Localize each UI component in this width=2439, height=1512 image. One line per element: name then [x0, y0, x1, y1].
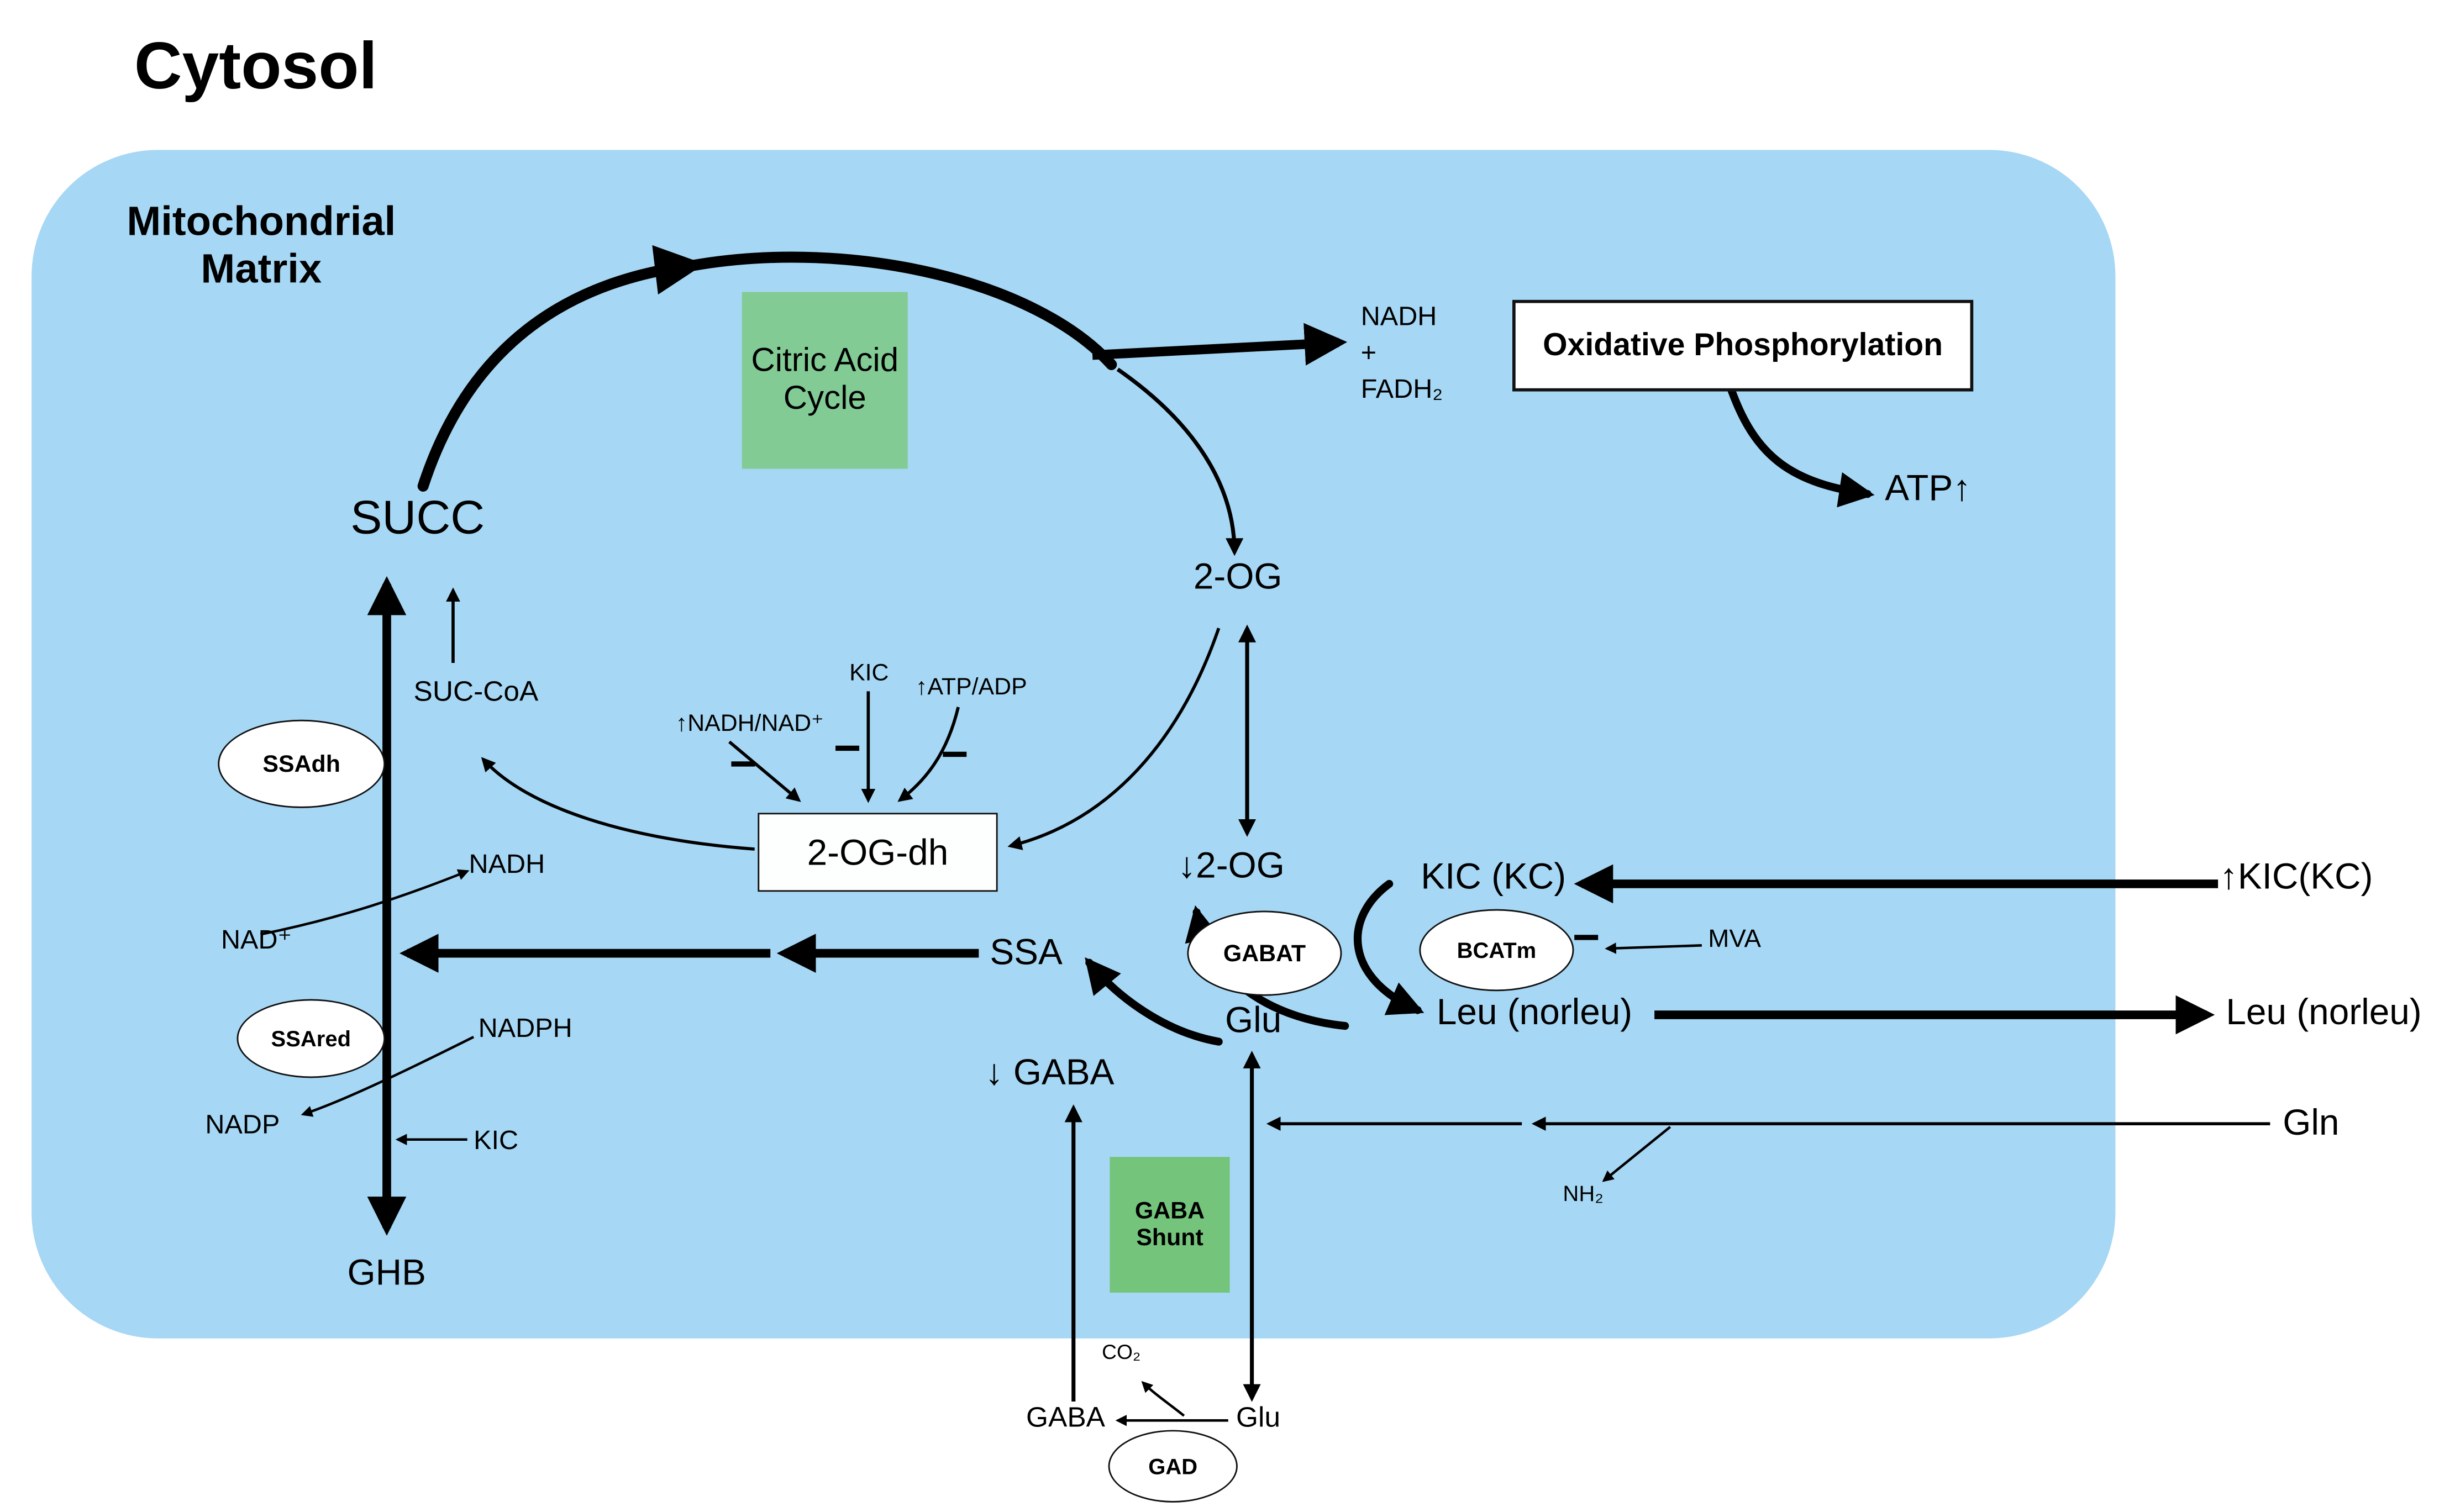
succ-label: SUCC [350, 492, 485, 545]
ssadh-enzyme: SSAdh [218, 719, 386, 808]
glu-label: Glu [1225, 999, 1282, 1040]
nadh-nad-ratio-label: ↑NADH/NAD⁺ [675, 710, 824, 737]
mitochondrial-matrix-label: Mitochondrial Matrix [127, 197, 396, 292]
leu-norleu-export-label: Leu (norleu) [2226, 991, 2422, 1032]
atp-label: ATP↑ [1885, 467, 1972, 508]
glu-bottom-label: Glu [1236, 1402, 1281, 1434]
kic-kc-label: KIC (KC) [1421, 855, 1567, 897]
citric-acid-cycle-box: Citric Acid Cycle [742, 292, 908, 469]
kic-inhibitor-label: KIC [849, 660, 889, 687]
gaba-down-label: ↓ GABA [985, 1051, 1115, 1093]
nadh-fadh2-label: NADH + FADH₂ [1360, 301, 1443, 404]
gabat-enzyme: GABAT [1187, 910, 1342, 996]
leu-norleu-label: Leu (norleu) [1436, 991, 1633, 1032]
nadp-label: NADP [205, 1109, 280, 1140]
cytosol-title: Cytosol [134, 28, 377, 103]
kic-cofactor-label: KIC [474, 1125, 519, 1156]
ssa-label: SSA [990, 931, 1063, 972]
2og-down-label: ↓2-OG [1178, 844, 1285, 886]
arrow-co2-release [1141, 1381, 1185, 1417]
minus-sign-2: − [833, 723, 861, 775]
ghb-label: GHB [347, 1251, 426, 1293]
mva-label: MVA [1708, 926, 1761, 953]
2og-label: 2-OG [1193, 555, 1282, 597]
nh2-label: NH₂ [1563, 1181, 1604, 1206]
minus-sign-3: − [940, 729, 969, 782]
co2-label: CO₂ [1102, 1340, 1141, 1364]
nadph-label: NADPH [478, 1013, 572, 1044]
gaba-shunt-box: GABA Shunt [1110, 1157, 1230, 1293]
gln-label: Gln [2283, 1102, 2340, 1143]
oxidative-phosphorylation-box: Oxidative Phosphorylation [1512, 299, 1974, 392]
atp-adp-ratio-label: ↑ATP/ADP [916, 673, 1027, 701]
bcatm-enzyme: BCATm [1419, 909, 1574, 992]
nad-label: NAD⁺ [220, 925, 292, 955]
2-og-dh-box: 2-OG-dh [758, 813, 998, 892]
gaba-bottom-label: GABA [1026, 1402, 1105, 1434]
kic-kc-import-label: ↑KIC(KC) [2219, 855, 2373, 897]
ssared-enzyme: SSAred [236, 999, 386, 1078]
minus-sign-1: − [729, 739, 758, 791]
nadh-label: NADH [469, 849, 545, 879]
gad-enzyme: GAD [1108, 1430, 1238, 1503]
minus-sign-bcatm: − [1572, 912, 1600, 965]
suc-coa-label: SUC-CoA [413, 675, 539, 707]
